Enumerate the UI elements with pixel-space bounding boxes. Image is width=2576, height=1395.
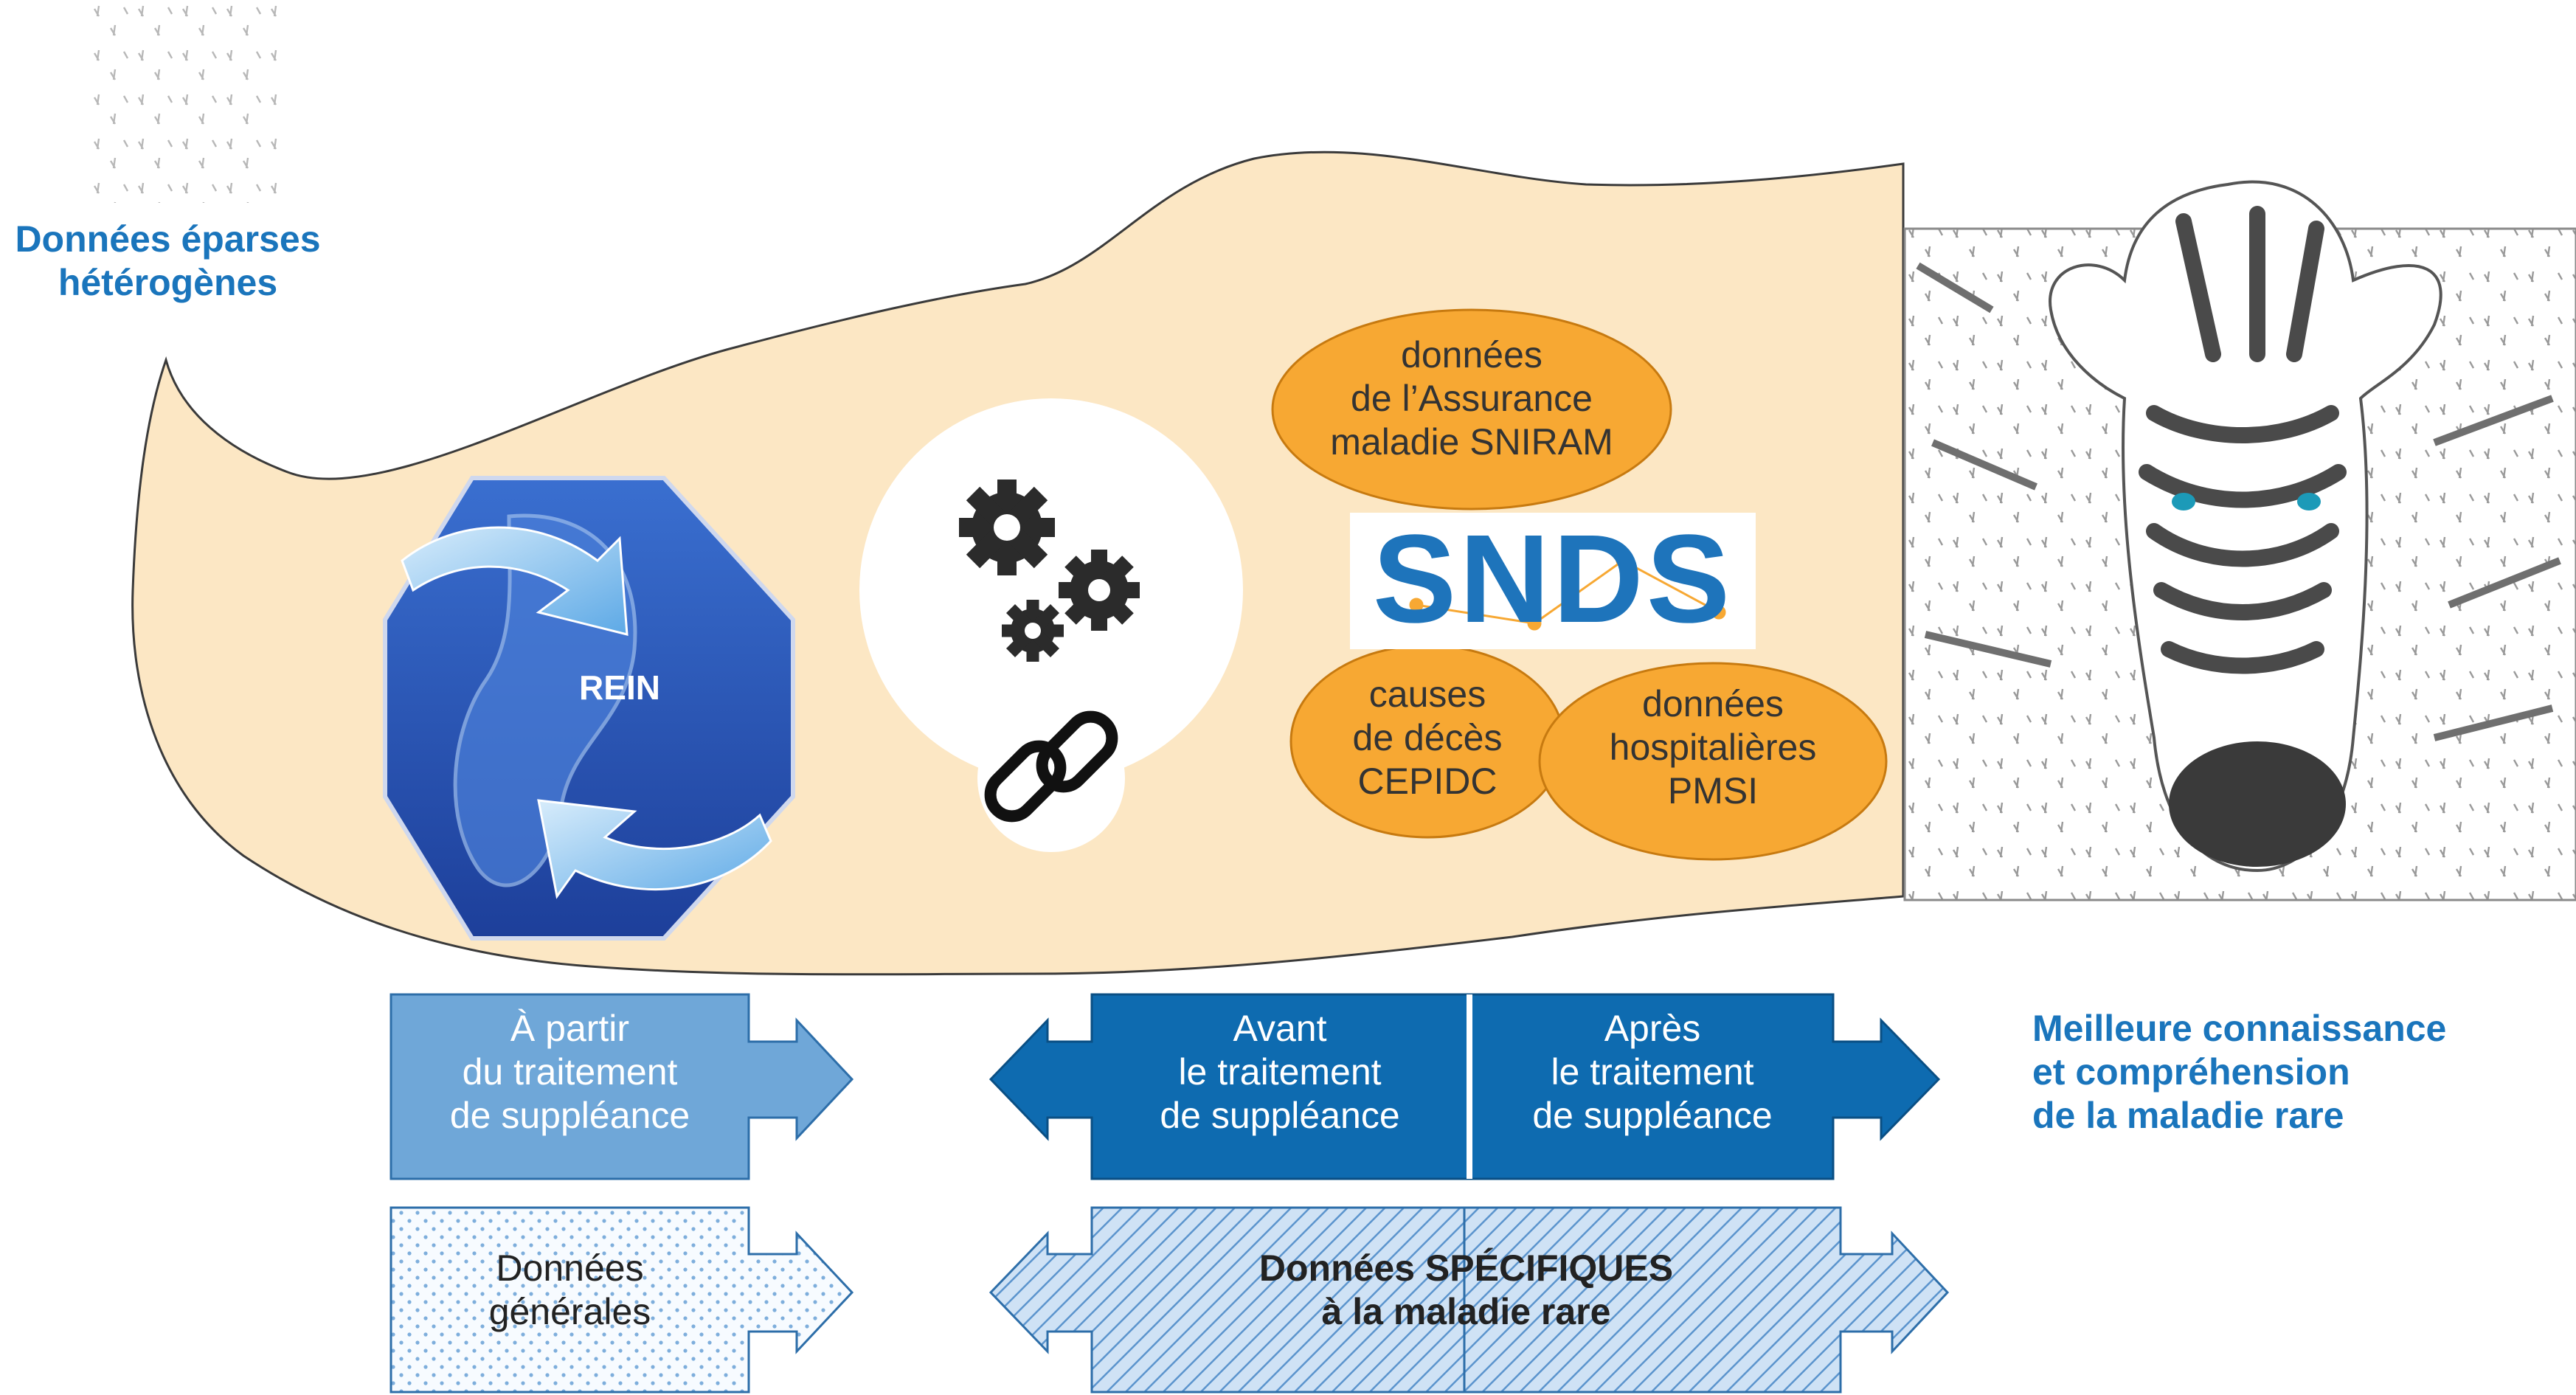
before-treatment-line-1: Avant bbox=[1233, 1008, 1327, 1049]
sniram-line-3: maladie SNIRAM bbox=[1330, 421, 1613, 463]
general-data-line-2: générales bbox=[488, 1291, 651, 1332]
left-title-line-2: hétérogènes bbox=[58, 262, 278, 303]
right-title-line-3: de la maladie rare bbox=[2032, 1095, 2344, 1136]
sniram-line-1: données bbox=[1401, 334, 1543, 375]
right-title-line-1: Meilleure connaissance bbox=[2032, 1008, 2447, 1049]
from-treatment-arrow bbox=[389, 993, 854, 1180]
after-treatment-label: Après le traitement de suppléance bbox=[1472, 1007, 1833, 1138]
before-after-treatment-arrow bbox=[988, 993, 1941, 1180]
right-title: Meilleure connaissance et compréhension … bbox=[2032, 1007, 2512, 1138]
specific-data-arrow bbox=[988, 1206, 1950, 1394]
cepidc-line-3: CEPIDC bbox=[1357, 761, 1498, 802]
zebra-made-of-people-image bbox=[1903, 180, 2576, 901]
cepidc-label: causes de décès CEPIDC bbox=[1298, 673, 1557, 803]
pmsi-label: données hospitalières PMSI bbox=[1558, 682, 1868, 813]
snds-network-decoration bbox=[1409, 553, 1726, 631]
from-treatment-line-1: À partir bbox=[510, 1008, 630, 1049]
cepidc-line-2: de décès bbox=[1352, 717, 1503, 758]
chain-link-icon bbox=[984, 710, 1118, 823]
left-title-line-1: Données éparses bbox=[15, 218, 321, 260]
specific-data-line-1: Données SPÉCIFIQUES bbox=[1258, 1247, 1674, 1289]
right-title-line-2: et compréhension bbox=[2032, 1051, 2350, 1093]
from-treatment-label: À partir du traitement de suppléance bbox=[391, 1007, 749, 1138]
rein-label: REIN bbox=[579, 668, 660, 707]
rein-kidney-logo bbox=[383, 476, 795, 941]
snds-logo-box bbox=[1350, 513, 1756, 649]
from-treatment-line-3: de suppléance bbox=[449, 1095, 690, 1136]
pmsi-ellipse bbox=[1538, 662, 1888, 861]
before-treatment-label: Avant le traitement de suppléance bbox=[1092, 1007, 1468, 1138]
general-data-label: Données générales bbox=[391, 1247, 749, 1334]
sniram-ellipse bbox=[1271, 308, 1672, 510]
pmsi-line-2: hospitalières bbox=[1609, 727, 1817, 768]
general-data-arrow bbox=[389, 1206, 854, 1394]
sniram-label: données de l’Assurance maladie SNIRAM bbox=[1287, 333, 1656, 464]
after-treatment-line-3: de suppléance bbox=[1532, 1095, 1773, 1136]
before-treatment-line-2: le traitement bbox=[1178, 1051, 1382, 1093]
pmsi-line-3: PMSI bbox=[1667, 770, 1759, 811]
sniram-line-2: de l’Assurance bbox=[1351, 378, 1593, 419]
general-data-line-1: Données bbox=[496, 1247, 644, 1289]
people-crowd-image bbox=[87, 0, 280, 203]
before-treatment-line-3: de suppléance bbox=[1160, 1095, 1400, 1136]
pmsi-line-1: données bbox=[1642, 683, 1784, 724]
snds-logo: SNDS bbox=[1372, 509, 1734, 649]
after-treatment-line-2: le traitement bbox=[1551, 1051, 1754, 1093]
from-treatment-line-2: du traitement bbox=[462, 1051, 678, 1093]
cepidc-line-1: causes bbox=[1368, 674, 1486, 715]
left-title: Données éparses hétérogènes bbox=[0, 218, 336, 305]
specific-data-label: Données SPÉCIFIQUES à la maladie rare bbox=[1092, 1247, 1841, 1334]
specific-data-line-2: à la maladie rare bbox=[1321, 1291, 1611, 1332]
gear-icon bbox=[959, 480, 1140, 662]
after-treatment-line-1: Après bbox=[1604, 1008, 1701, 1049]
